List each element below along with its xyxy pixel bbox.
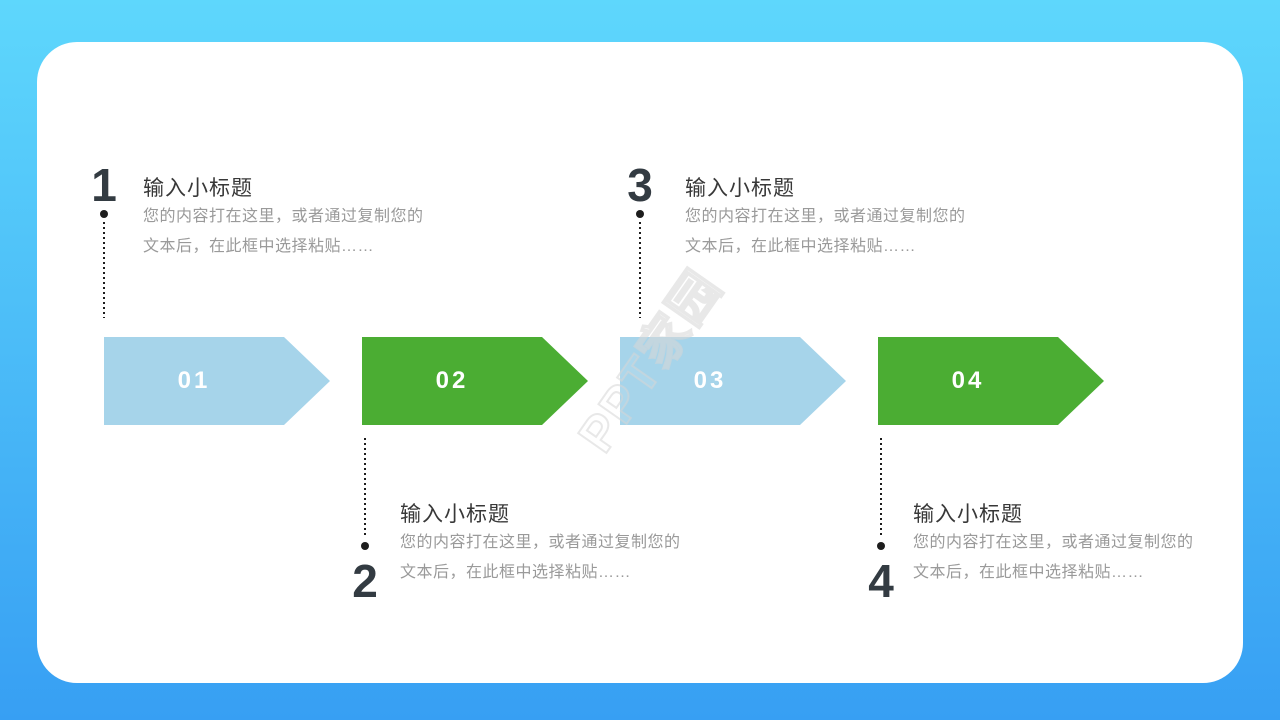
step-body: 您的内容打在这里，或者通过复制您的 文本后，在此框中选择粘贴……: [143, 202, 424, 262]
connector-dot: [361, 542, 369, 550]
step-title: 输入小标题: [913, 503, 1023, 526]
step-title: 输入小标题: [685, 177, 795, 200]
connector-dot: [877, 542, 885, 550]
step-body: 您的内容打在这里，或者通过复制您的 文本后，在此框中选择粘贴……: [400, 528, 681, 588]
connector-dot: [636, 210, 644, 218]
step-body-line-2: 文本后，在此框中选择粘贴……: [400, 564, 632, 581]
step-body-line-1: 您的内容打在这里，或者通过复制您的: [143, 208, 424, 225]
process-arrow-03: 03: [620, 337, 846, 425]
connector-dot: [100, 210, 108, 218]
process-arrow-04: 04: [878, 337, 1104, 425]
process-arrow-label: 02: [435, 367, 469, 394]
step-number: 2: [352, 555, 378, 607]
process-arrow-label: 04: [951, 367, 985, 394]
step-number: 1: [91, 159, 117, 211]
step-body: 您的内容打在这里，或者通过复制您的 文本后，在此框中选择粘贴……: [913, 528, 1194, 588]
connector-dotted-line: [639, 222, 641, 318]
process-arrow-label: 01: [177, 367, 211, 394]
step-number: 4: [868, 555, 894, 607]
connector-dotted-line: [880, 438, 882, 538]
step-title: 输入小标题: [143, 177, 253, 200]
step-title: 输入小标题: [400, 503, 510, 526]
step-body-line-2: 文本后，在此框中选择粘贴……: [685, 238, 917, 255]
step-body-line-1: 您的内容打在这里，或者通过复制您的: [685, 208, 966, 225]
step-body-line-2: 文本后，在此框中选择粘贴……: [143, 238, 375, 255]
process-arrow-01: 01: [104, 337, 330, 425]
connector-dotted-line: [103, 222, 105, 318]
slide-card: PPT家园 1 输入小标题 您的内容打在这里，或者通过复制您的 文本后，在此框中…: [37, 42, 1243, 683]
step-body: 您的内容打在这里，或者通过复制您的 文本后，在此框中选择粘贴……: [685, 202, 966, 262]
step-body-line-1: 您的内容打在这里，或者通过复制您的: [400, 534, 681, 551]
process-arrow-02: 02: [362, 337, 588, 425]
process-arrow-label: 03: [693, 367, 727, 394]
step-number: 3: [627, 159, 653, 211]
step-body-line-1: 您的内容打在这里，或者通过复制您的: [913, 534, 1194, 551]
connector-dotted-line: [364, 438, 366, 538]
step-body-line-2: 文本后，在此框中选择粘贴……: [913, 564, 1145, 581]
